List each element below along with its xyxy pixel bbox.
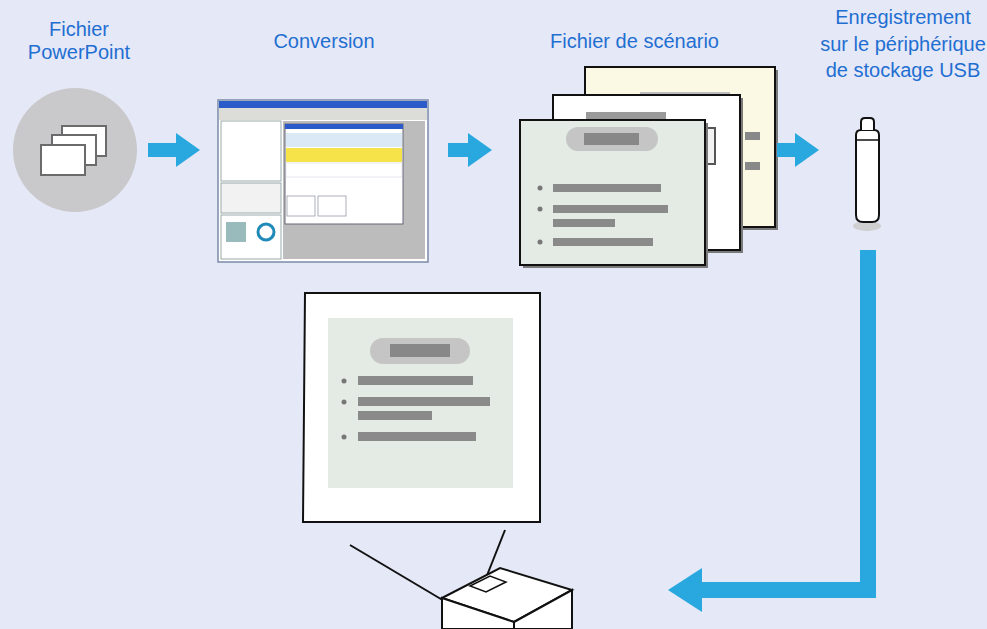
usb-body — [856, 130, 879, 222]
bullet-line — [553, 219, 615, 227]
arrow-shaft — [148, 143, 176, 157]
window-frame — [218, 100, 428, 262]
panel — [221, 215, 281, 259]
slide-icon — [41, 145, 85, 175]
list-row-selected — [286, 148, 402, 162]
thumbnail — [287, 196, 315, 216]
list-title — [285, 124, 403, 129]
icon-circle — [13, 88, 137, 212]
diagram-step: Conversion — [200, 22, 448, 266]
bullet-line — [358, 376, 473, 385]
flow-arrow — [148, 133, 200, 167]
panel — [221, 121, 281, 181]
usb-line — [856, 139, 879, 141]
arrow-shaft — [700, 250, 868, 590]
bullet — [538, 186, 543, 191]
slide-stack — [520, 67, 778, 268]
bullet — [538, 240, 543, 245]
step-label: Enregistrement sur le périphérique de st… — [819, 4, 987, 84]
return-arrow — [668, 250, 868, 612]
title-bar — [584, 133, 639, 145]
flow-arrow — [777, 133, 819, 167]
slide — [520, 120, 705, 265]
thumbnail — [226, 222, 246, 242]
bullet — [342, 379, 347, 384]
projection-ray — [350, 545, 456, 608]
projector-front — [442, 598, 514, 629]
projector — [350, 530, 572, 629]
bullet — [538, 207, 543, 212]
slide-bar — [745, 162, 760, 170]
screen-frame — [303, 293, 540, 522]
bullet-line — [553, 184, 661, 192]
bullet-line — [358, 411, 432, 420]
title-bar — [219, 101, 427, 108]
arrow-shaft — [777, 143, 795, 157]
workspace — [283, 121, 425, 259]
projection-screen — [303, 293, 540, 522]
step-label: Fichier PowerPoint — [10, 18, 148, 64]
powerpoint-icon — [13, 88, 137, 212]
bullet-line — [358, 397, 490, 406]
projector-side — [514, 590, 572, 629]
projected-slide — [328, 318, 513, 488]
step-label: Conversion — [200, 30, 448, 53]
step-label: Fichier de scénario — [492, 30, 777, 53]
diagram-step: Fichier de scénario — [492, 22, 777, 270]
title-pill — [370, 338, 470, 364]
slide-bar — [745, 132, 760, 140]
bullet — [342, 400, 347, 405]
list-row — [286, 163, 402, 177]
bullet-line — [358, 432, 476, 441]
diagram-step: Enregistrement sur le périphérique de st… — [819, 2, 987, 236]
arrow-head — [795, 133, 819, 167]
list-window — [285, 124, 403, 224]
arrow-head — [468, 133, 492, 167]
arrow-head — [668, 568, 702, 612]
title-bar — [390, 344, 450, 357]
software-window — [218, 100, 428, 262]
diagram-step: Fichier PowerPoint — [10, 10, 148, 215]
thumbnail — [318, 196, 346, 216]
flow-arrow — [448, 133, 492, 167]
toolbar — [219, 108, 427, 120]
title-pill — [566, 127, 658, 151]
panel — [221, 183, 281, 213]
usb-plug — [861, 118, 874, 130]
arrow-shaft — [448, 143, 468, 157]
bullet-line — [553, 238, 653, 246]
arrow-head — [176, 133, 200, 167]
projector-lens — [470, 576, 506, 592]
list-row — [286, 133, 402, 147]
usb-stick — [853, 118, 881, 231]
bullet-line — [553, 205, 668, 213]
thumbnail — [258, 224, 274, 240]
bullet — [342, 435, 347, 440]
